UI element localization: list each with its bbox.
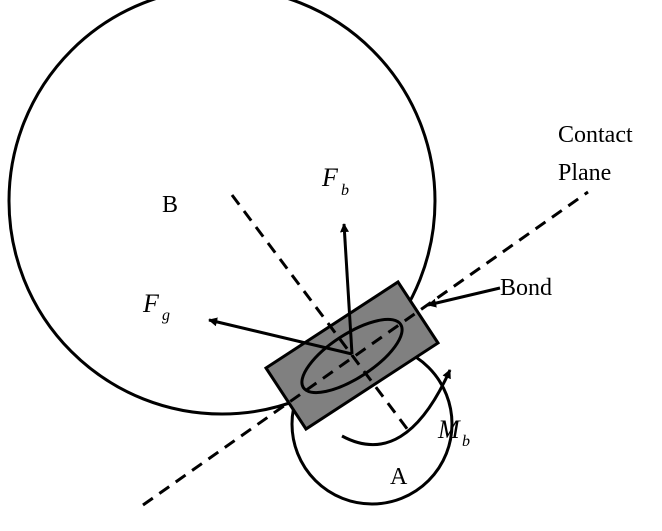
fg-arrow xyxy=(208,317,353,356)
fg-label: F g xyxy=(142,289,170,324)
bond-pointer-arrow xyxy=(427,286,501,308)
contact-plane-line xyxy=(142,190,589,507)
contact-plane-label-line2: Plane xyxy=(558,160,611,186)
contact-area-ellipse xyxy=(300,317,404,395)
bond-label: Bond xyxy=(500,275,552,301)
fb-label-main: F xyxy=(321,163,339,192)
label-b: B xyxy=(162,192,178,218)
particle-b-circle xyxy=(7,0,437,416)
center-line xyxy=(230,194,410,431)
fb-label: F b xyxy=(321,163,349,199)
moment-arrow xyxy=(341,369,452,447)
fb-arrow xyxy=(340,223,354,355)
mb-label: M b xyxy=(437,415,470,450)
fg-label-main: F xyxy=(142,289,160,318)
mb-label-main: M xyxy=(437,415,461,444)
fb-label-sub: b xyxy=(341,182,349,199)
fg-label-sub: g xyxy=(162,307,170,324)
mb-label-sub: b xyxy=(462,433,470,450)
label-a: A xyxy=(390,464,408,490)
contact-plane-label-line1: Contact xyxy=(558,122,633,148)
